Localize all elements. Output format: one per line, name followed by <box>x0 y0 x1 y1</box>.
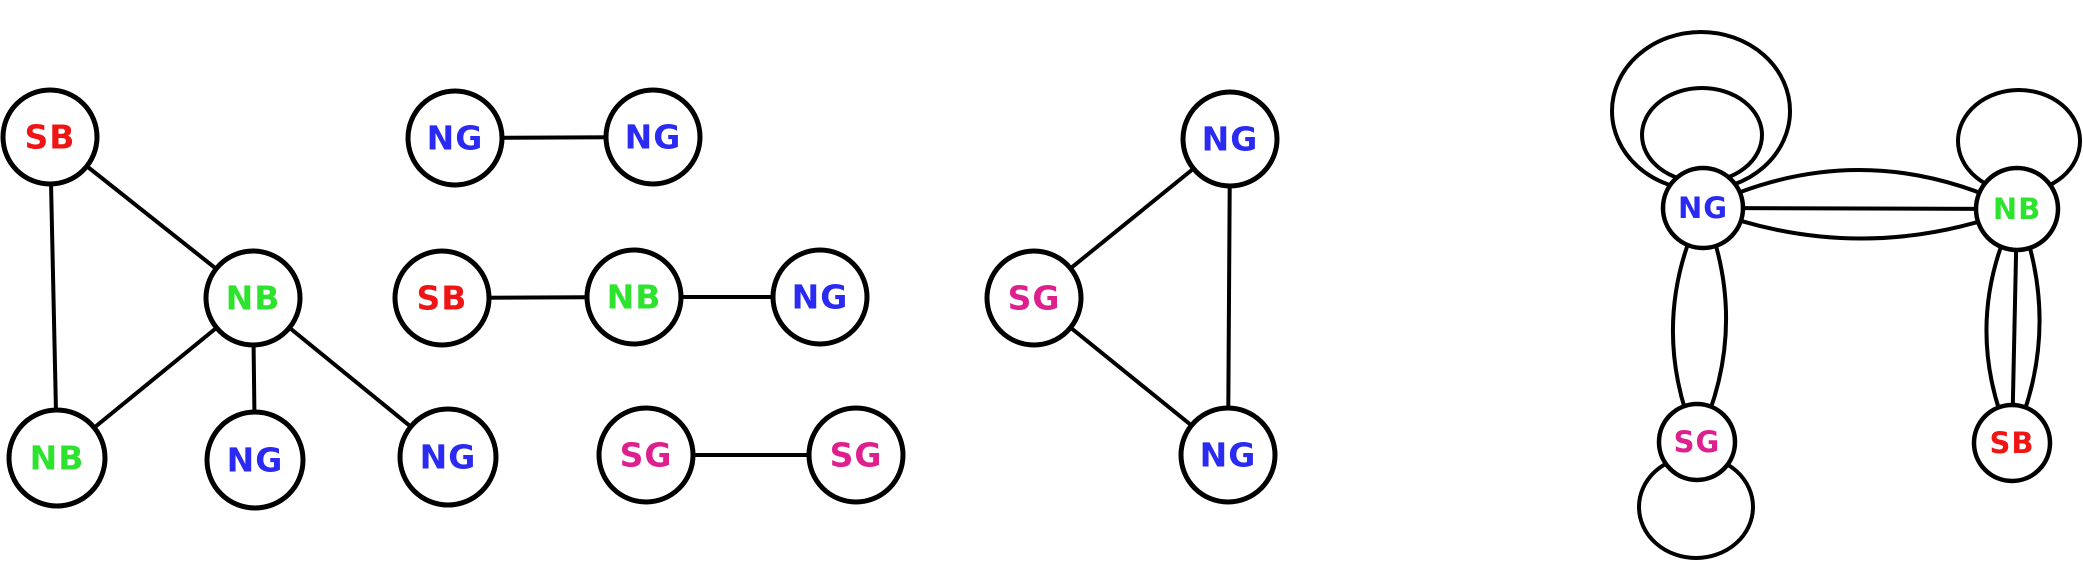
graph-node-circle <box>584 247 684 347</box>
graph-node-label: NG <box>625 118 682 157</box>
graph-node-label: NG <box>227 441 284 480</box>
graph-node-circle <box>6 407 108 509</box>
curved-edge <box>1702 206 2018 241</box>
graph-node-label: NB <box>607 278 662 317</box>
graph-node-label: NB <box>226 279 281 318</box>
left-tree-component: SB NB NB NG NG <box>0 87 499 511</box>
graph-node-label: SG <box>620 436 673 475</box>
multigraph-component: NG NB SG SB <box>1610 30 2082 560</box>
graph-node-circle <box>397 406 499 508</box>
graph-node-circle <box>1180 89 1280 189</box>
pair-sg-sg-component: SG SG <box>596 405 906 505</box>
pair-ng-ng-component: NG NG <box>405 87 703 188</box>
graph-node-circle <box>806 405 906 505</box>
edge <box>1702 206 2018 211</box>
graph-node-circle <box>1178 405 1278 505</box>
graph-node-circle <box>1973 165 2061 253</box>
graph-node-label: SG <box>830 436 883 475</box>
graph-node-label: SB <box>417 279 468 318</box>
graph-node-label: SG <box>1674 425 1721 459</box>
graph-node-circle <box>0 87 100 187</box>
graph-node-circle <box>1660 165 1746 251</box>
graph-node-label: NG <box>427 119 484 158</box>
graph-node-label: SG <box>1008 279 1061 318</box>
graph-node-circle <box>1656 401 1738 483</box>
graph-node-circle <box>984 248 1084 348</box>
graph-node-circle <box>1971 402 2053 484</box>
graph-node-label: SB <box>25 118 76 157</box>
triangle-component: SG NG NG <box>984 89 1280 505</box>
graph-node-circle <box>204 409 306 511</box>
path-sb-nb-ng-component: SB NB NG <box>392 247 870 348</box>
graph-node-label: NG <box>420 438 477 477</box>
graph-node-circle <box>770 247 870 347</box>
graph-node-label: NG <box>1200 436 1257 475</box>
graph-node-circle <box>405 88 505 188</box>
graph-node-label: NB <box>30 439 85 478</box>
graph-node-label: NG <box>792 278 849 317</box>
graph-node-label: SB <box>1990 426 2035 460</box>
edge <box>48 136 59 459</box>
graph-node-label: NG <box>1678 191 1728 225</box>
graph-node-label: NG <box>1202 120 1259 159</box>
graph-node-label: NB <box>1993 192 2041 226</box>
graph-node-circle <box>392 248 492 348</box>
graph-node-circle <box>603 87 703 187</box>
graph-node-circle <box>203 248 303 348</box>
curved-edge <box>1702 168 2018 211</box>
edge <box>1226 138 1232 456</box>
graph-node-circle <box>596 405 696 505</box>
